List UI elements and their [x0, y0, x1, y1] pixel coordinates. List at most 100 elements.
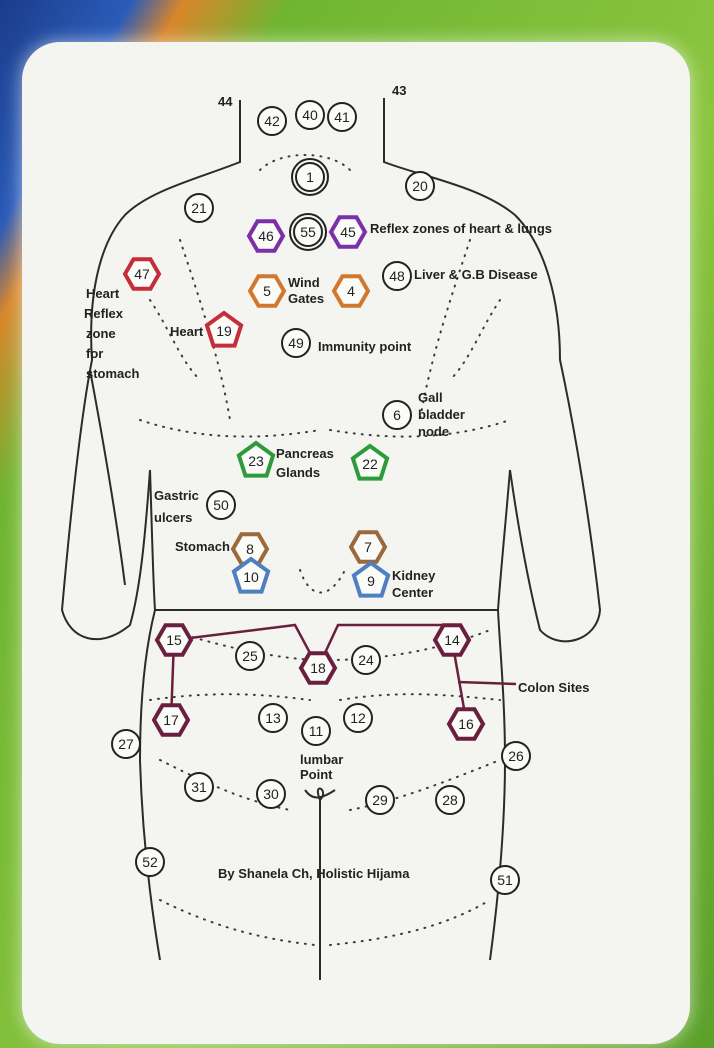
- point-number-4: 4: [347, 283, 355, 299]
- point-marker-19: [204, 310, 244, 348]
- point-26: 26: [501, 741, 531, 771]
- point-outer-ring-55: [289, 213, 327, 251]
- point-marker-13: [258, 703, 288, 733]
- point-15: 15: [154, 623, 194, 657]
- point-marker-49: [281, 328, 311, 358]
- label-heart-reflex-4: for: [86, 346, 103, 361]
- point-number-7: 7: [364, 539, 372, 555]
- label-liver-gb: Liver & G.B Disease: [414, 267, 538, 282]
- point-number-25: 25: [242, 648, 258, 664]
- point-number-27: 27: [118, 736, 134, 752]
- point-number-11: 11: [309, 723, 324, 739]
- point-number-18: 18: [310, 660, 326, 676]
- point-10: 10: [231, 556, 271, 594]
- point-number-48: 48: [389, 268, 405, 284]
- point-marker-7: [348, 530, 388, 564]
- point-number-9: 9: [367, 573, 375, 589]
- point-marker-50: [206, 490, 236, 520]
- point-number-28: 28: [442, 792, 458, 808]
- number-44: 44: [218, 94, 233, 109]
- point-30: 30: [256, 779, 286, 809]
- point-number-13: 13: [265, 710, 281, 726]
- point-outer-ring-1: [291, 158, 329, 196]
- point-20: 20: [405, 171, 435, 201]
- point-number-16: 16: [458, 716, 474, 732]
- label-node: node: [418, 424, 449, 439]
- label-lumbar: lumbar: [300, 752, 343, 767]
- label-stomach: Stomach: [175, 539, 230, 554]
- point-11: 11: [301, 716, 331, 746]
- point-14: 14: [432, 623, 472, 657]
- point-5: 5: [247, 274, 287, 308]
- point-51: 51: [490, 865, 520, 895]
- point-number-51: 51: [497, 872, 513, 888]
- point-42: 42: [257, 106, 287, 136]
- point-7: 7: [348, 530, 388, 564]
- label-heart-reflex-3: zone: [86, 326, 116, 341]
- point-number-14: 14: [444, 632, 460, 648]
- point-1: 1: [291, 158, 329, 196]
- point-number-24: 24: [358, 652, 374, 668]
- label-kidney: Kidney: [392, 568, 436, 583]
- point-marker-31: [184, 772, 214, 802]
- point-marker-16: [446, 707, 486, 741]
- point-50: 50: [206, 490, 236, 520]
- point-marker-18: [298, 651, 338, 685]
- label-glands: Glands: [276, 465, 320, 480]
- label-gall: Gall: [418, 390, 443, 405]
- point-marker-6: [382, 400, 412, 430]
- point-number-5: 5: [263, 283, 271, 299]
- point-marker-21: [184, 193, 214, 223]
- label-immunity: Immunity point: [318, 339, 412, 354]
- point-marker-17: [151, 703, 191, 737]
- point-number-50: 50: [213, 497, 229, 513]
- point-marker-22: [350, 443, 390, 481]
- label-ulcers: ulcers: [154, 510, 192, 525]
- point-marker-51: [490, 865, 520, 895]
- point-13: 13: [258, 703, 288, 733]
- point-49: 49: [281, 328, 311, 358]
- point-24: 24: [351, 645, 381, 675]
- point-marker-46: [246, 219, 286, 253]
- point-number-55: 55: [300, 224, 316, 240]
- point-number-22: 22: [362, 456, 378, 472]
- point-number-29: 29: [372, 792, 388, 808]
- point-marker-40: [295, 100, 325, 130]
- label-gates: Gates: [288, 291, 324, 306]
- point-number-15: 15: [166, 632, 182, 648]
- label-pancreas: Pancreas: [276, 446, 334, 461]
- point-marker-14: [432, 623, 472, 657]
- point-marker-11: [301, 716, 331, 746]
- label-gastric: Gastric: [154, 488, 199, 503]
- point-marker-9: [351, 560, 391, 598]
- label-point: Point: [300, 767, 333, 782]
- point-marker-27: [111, 729, 141, 759]
- label-reflex-heart-lungs: Reflex zones of heart & lungs: [370, 221, 552, 236]
- point-marker-42: [257, 106, 287, 136]
- point-46: 46: [246, 219, 286, 253]
- point-marker-20: [405, 171, 435, 201]
- point-9: 9: [351, 560, 391, 598]
- point-marker-25: [235, 641, 265, 671]
- point-marker-30: [256, 779, 286, 809]
- point-number-30: 30: [263, 786, 279, 802]
- label-heart: Heart: [170, 324, 204, 339]
- point-number-1: 1: [306, 169, 314, 185]
- point-number-26: 26: [508, 748, 524, 764]
- body-outline: [60, 98, 602, 980]
- point-29: 29: [365, 785, 395, 815]
- point-17: 17: [151, 703, 191, 737]
- point-22: 22: [350, 443, 390, 481]
- point-number-8: 8: [246, 541, 254, 557]
- point-52: 52: [135, 847, 165, 877]
- point-marker-26: [501, 741, 531, 771]
- point-number-23: 23: [248, 453, 264, 469]
- point-number-52: 52: [142, 854, 158, 870]
- point-25: 25: [235, 641, 265, 671]
- point-marker-24: [351, 645, 381, 675]
- point-number-49: 49: [288, 335, 304, 351]
- point-45: 45: [328, 215, 368, 249]
- labels: 44 43 Reflex zones of heart & lungs Live…: [84, 83, 590, 881]
